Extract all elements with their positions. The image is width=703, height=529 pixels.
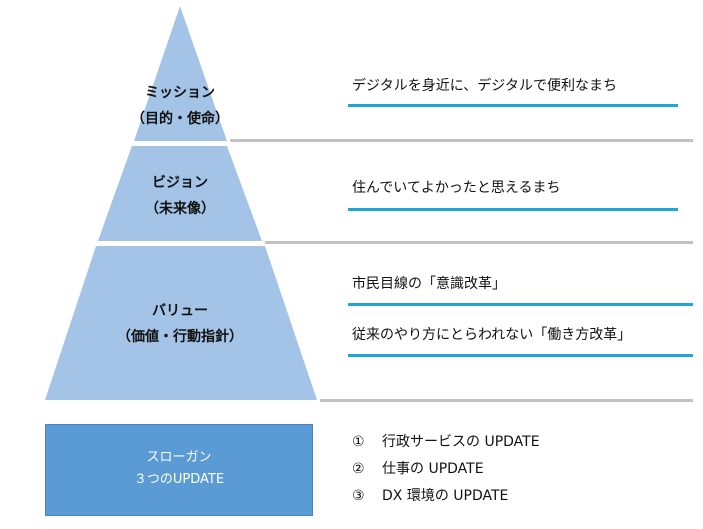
- values-statement-1: 市民目線の「意識改革」: [352, 276, 506, 292]
- vision-divider: [265, 241, 693, 244]
- pyramid-tier-vision-cap: [98, 146, 262, 241]
- pyramid-tier-mission: [134, 6, 227, 141]
- update-item-number: ②: [352, 461, 365, 477]
- vision-underline: [348, 208, 678, 211]
- update-item-1: ① 行政サービスの UPDATE: [352, 432, 540, 452]
- pyramid-tier-values: [45, 246, 317, 400]
- values-divider: [320, 399, 693, 402]
- values-statement-2: 従来のやり方にとらわれない「働き方改革」: [352, 327, 632, 343]
- values-underline-2: [348, 354, 693, 357]
- values-subtitle: （価値・行動指針）: [117, 329, 243, 345]
- slogan-title: スローガン: [146, 450, 212, 465]
- update-item-text: 行政サービスの UPDATE: [382, 434, 540, 450]
- mission-underline: [348, 104, 678, 107]
- update-item-text: 仕事の UPDATE: [382, 461, 484, 477]
- update-item-number: ①: [352, 434, 365, 450]
- update-item-number: ③: [352, 488, 365, 504]
- mission-subtitle: （目的・使命）: [131, 111, 229, 127]
- mission-statement: デジタルを身近に、デジタルで便利なまち: [352, 78, 618, 94]
- update-item-2: ② 仕事の UPDATE: [352, 459, 484, 479]
- values-label: バリュー （価値・行動指針）: [100, 298, 260, 350]
- vision-statement: 住んでいてよかったと思えるまち: [352, 180, 561, 196]
- slogan-subtitle: ３つのUPDATE: [133, 472, 225, 487]
- vision-subtitle: （未来像）: [145, 201, 215, 217]
- mission-divider: [230, 139, 693, 142]
- update-item-text: DX 環境の UPDATE: [382, 488, 509, 504]
- vision-label: ビジョン （未来像）: [120, 170, 240, 222]
- values-underline-1: [348, 303, 693, 306]
- vision-title: ビジョン: [152, 175, 208, 191]
- values-title: バリュー: [152, 303, 208, 319]
- slogan-box: スローガン ３つのUPDATE: [45, 424, 313, 516]
- mission-label: ミッション （目的・使命）: [120, 80, 240, 132]
- mission-title: ミッション: [145, 85, 215, 101]
- update-item-3: ③ DX 環境の UPDATE: [352, 486, 508, 506]
